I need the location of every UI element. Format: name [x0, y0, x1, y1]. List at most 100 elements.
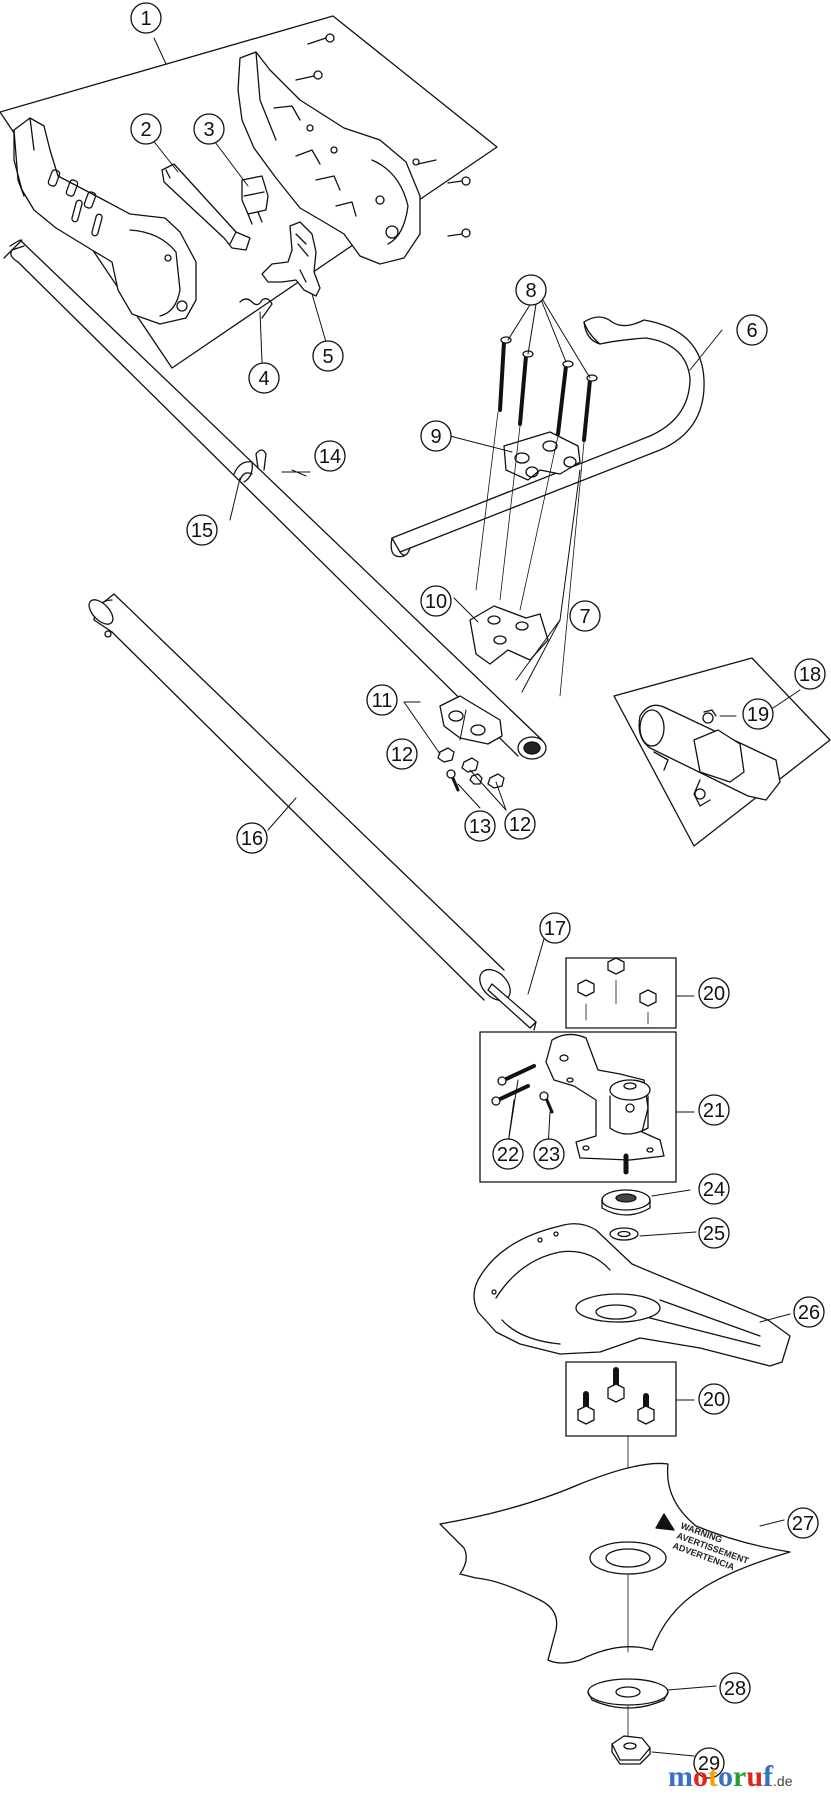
group-frame-1 — [0, 15, 498, 369]
svg-text:19: 19 — [747, 704, 769, 726]
watermark-logo: motoruf.de — [668, 1760, 792, 1794]
watermark-letter: o — [693, 1760, 708, 1793]
callout-21: 21 — [698, 1094, 730, 1126]
callout-11: 11 — [366, 684, 398, 716]
svg-text:18: 18 — [799, 664, 821, 686]
callout-5: 5 — [312, 340, 344, 372]
spring — [239, 298, 273, 319]
svg-text:12: 12 — [391, 744, 413, 766]
svg-text:24: 24 — [703, 1179, 725, 1201]
watermark-letter: t — [708, 1760, 718, 1793]
clamp-bolts — [498, 336, 598, 442]
callout-20b: 20 — [698, 1383, 730, 1415]
svg-text:12: 12 — [509, 814, 531, 836]
front-handle — [390, 316, 705, 558]
svg-text:26: 26 — [798, 1302, 820, 1324]
callout-13: 13 — [464, 810, 496, 842]
callout-23: 23 — [533, 1138, 565, 1170]
callout-24: 24 — [698, 1173, 730, 1205]
callouts: 1 2 3 4 5 6 7 8 9 10 11 12 12 13 14 15 1… — [130, 2, 826, 1779]
svg-text:9: 9 — [430, 426, 441, 448]
svg-text:17: 17 — [544, 918, 566, 940]
svg-text:13: 13 — [469, 816, 491, 838]
spacer-washer — [609, 1227, 639, 1241]
clamp-upper — [503, 431, 581, 481]
svg-text:22: 22 — [497, 1144, 519, 1166]
clamp-nuts-and-screw — [437, 747, 505, 792]
cutting-blade — [439, 1462, 791, 1664]
callout-7: 7 — [569, 600, 601, 632]
callout-3: 3 — [193, 113, 225, 145]
svg-text:16: 16 — [241, 828, 263, 850]
group-frame-20a — [565, 957, 677, 1029]
group-frame-20b — [565, 1361, 677, 1437]
callout-20a: 20 — [698, 977, 730, 1009]
housing-left-half — [13, 117, 197, 325]
callout-9: 9 — [420, 420, 452, 452]
blade-guard — [473, 1223, 791, 1367]
callout-22: 22 — [492, 1138, 524, 1170]
callout-19: 19 — [742, 698, 774, 730]
svg-text:14: 14 — [319, 446, 341, 468]
callout-15: 15 — [186, 514, 218, 546]
callout-26: 26 — [793, 1296, 825, 1328]
watermark-suffix: .de — [773, 1773, 793, 1789]
callout-6: 6 — [736, 314, 768, 346]
leader-lines — [147, 37, 801, 1757]
callout-17: 17 — [539, 912, 571, 944]
svg-text:2: 2 — [140, 119, 151, 141]
callout-28: 28 — [719, 1672, 751, 1704]
svg-text:28: 28 — [724, 1678, 746, 1700]
callout-2: 2 — [130, 113, 162, 145]
callout-25: 25 — [698, 1217, 730, 1249]
callout-29: 29 — [693, 1747, 725, 1779]
clamp-base — [439, 695, 503, 745]
svg-text:29: 29 — [698, 1753, 720, 1775]
svg-text:3: 3 — [203, 119, 214, 141]
housing-screws — [295, 33, 471, 238]
watermark-letter: r — [733, 1760, 747, 1793]
callout-12a: 12 — [386, 738, 418, 770]
svg-text:6: 6 — [746, 320, 757, 342]
callout-18: 18 — [794, 658, 826, 690]
stop-switch — [241, 175, 269, 225]
nut-set-group — [565, 957, 677, 1029]
svg-text:7: 7 — [579, 606, 590, 628]
callout-10: 10 — [420, 585, 452, 617]
svg-text:20: 20 — [703, 1389, 725, 1411]
drive-shaft-tube — [88, 593, 537, 1031]
svg-text:25: 25 — [703, 1223, 725, 1245]
group-frame-21 — [479, 1031, 677, 1183]
watermark-letter: f — [763, 1760, 774, 1793]
alignment-lines — [475, 411, 585, 697]
svg-text:8: 8 — [525, 280, 536, 302]
svg-text:5: 5 — [322, 346, 333, 368]
callout-8: 8 — [515, 274, 547, 306]
watermark-letter: u — [746, 1760, 764, 1793]
callout-1: 1 — [130, 2, 162, 34]
blade-nut — [611, 1735, 651, 1765]
gear-head-group — [479, 1031, 677, 1183]
handle-housing-group — [0, 15, 498, 369]
throttle-trigger — [261, 221, 321, 297]
callout-12b: 12 — [504, 808, 536, 840]
throttle-rod — [161, 163, 251, 251]
svg-text:21: 21 — [703, 1100, 725, 1122]
clamp-lower — [469, 605, 549, 665]
svg-text:1: 1 — [140, 8, 151, 30]
svg-text:23: 23 — [538, 1144, 560, 1166]
svg-text:11: 11 — [372, 690, 393, 712]
callout-16: 16 — [236, 822, 268, 854]
svg-text:10: 10 — [425, 591, 447, 613]
housing-right-half — [237, 51, 421, 265]
upper-shaft-tube — [3, 239, 547, 760]
watermark-letter: o — [718, 1760, 733, 1793]
svg-text:27: 27 — [792, 1513, 814, 1535]
svg-text:4: 4 — [258, 368, 269, 390]
watermark-letter: m — [668, 1760, 693, 1793]
bearing-washer — [601, 1189, 651, 1216]
coupler-group — [613, 657, 831, 847]
blade-cup-washer — [587, 1678, 669, 1737]
group-frame-18 — [613, 657, 831, 847]
